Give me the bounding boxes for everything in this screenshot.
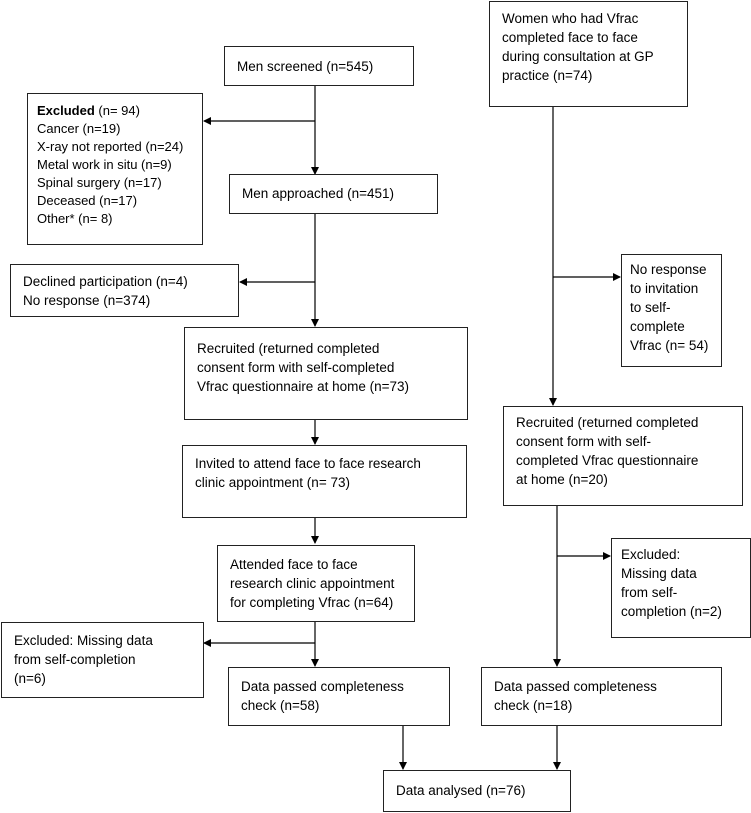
women-excluded-line: completion (n=2): [621, 604, 722, 619]
women-excluded-line: Missing data: [621, 566, 697, 581]
men-passed-line: Data passed completeness: [241, 679, 404, 694]
women-excluded-line: Excluded:: [621, 547, 681, 562]
excluded-item: Deceased (n=17): [37, 193, 138, 208]
women-start-line: practice (n=74): [502, 68, 593, 83]
excluded-item: Metal work in situ (n=9): [37, 157, 172, 172]
excluded-heading-line: Excluded (n= 94): [37, 102, 193, 120]
excluded-item: Cancer (n=19): [37, 121, 121, 136]
women-recruited-box: Recruited (returned completed consent fo…: [503, 406, 743, 506]
men-excluded-missing-line: from self-completion: [14, 652, 136, 667]
men-approached-label: Men approached (n=451): [242, 186, 394, 201]
men-attended-line: Attended face to face: [230, 557, 358, 572]
women-excluded-line: from self-: [621, 585, 678, 600]
men-passed-line: check (n=58): [241, 698, 320, 713]
women-start-line: Women who had Vfrac: [502, 11, 639, 26]
men-passed-box: Data passed completeness check (n=58): [228, 667, 450, 726]
declined-line: Declined participation (n=4): [23, 274, 188, 289]
men-excluded-missing-line: (n=6): [14, 671, 46, 686]
men-approached-box: Men approached (n=451): [229, 174, 438, 214]
excluded-heading: Excluded: [37, 103, 95, 118]
men-attended-box: Attended face to face research clinic ap…: [217, 545, 415, 622]
women-no-response-line: complete: [630, 319, 685, 334]
women-excluded-box: Excluded: Missing data from self- comple…: [611, 538, 751, 638]
excluded-item: X-ray not reported (n=24): [37, 139, 184, 154]
men-recruited-box: Recruited (returned completed consent fo…: [184, 327, 468, 420]
women-no-response-line: to invitation: [630, 281, 699, 296]
women-passed-line: Data passed completeness: [494, 679, 657, 694]
men-recruited-line: Recruited (returned completed: [197, 341, 380, 356]
men-attended-line: for completing Vfrac (n=64): [230, 595, 394, 610]
no-response-line: No response (n=374): [23, 293, 151, 308]
women-recruited-line: consent form with self-: [516, 434, 652, 449]
men-excluded-missing-line: Excluded: Missing data: [14, 633, 153, 648]
women-no-response-box: No response to invitation to self- compl…: [621, 254, 722, 367]
excluded-item: Spinal surgery (n=17): [37, 175, 162, 190]
women-recruited-line: Recruited (returned completed: [516, 415, 699, 430]
women-start-box: Women who had Vfrac completed face to fa…: [489, 1, 688, 107]
women-no-response-line: to self-: [630, 300, 671, 315]
men-screened-box: Men screened (n=545): [224, 46, 414, 86]
women-recruited-line: at home (n=20): [516, 472, 608, 487]
men-screened-label: Men screened (n=545): [237, 59, 374, 74]
men-invited-box: Invited to attend face to face research …: [182, 445, 467, 518]
excluded-heading-count: (n= 94): [94, 103, 140, 118]
men-recruited-line: Vfrac questionnaire at home (n=73): [197, 379, 409, 394]
men-attended-line: research clinic appointment: [230, 576, 395, 591]
women-passed-box: Data passed completeness check (n=18): [481, 667, 722, 726]
men-declined-box: Declined participation (n=4) No response…: [10, 264, 239, 317]
women-recruited-line: completed Vfrac questionnaire: [516, 453, 699, 468]
men-recruited-line: consent form with self-completed: [197, 360, 395, 375]
women-no-response-line: No response: [630, 262, 707, 277]
data-analysed-box: Data analysed (n=76): [383, 770, 571, 812]
data-analysed-label: Data analysed (n=76): [396, 783, 526, 798]
women-no-response-line: Vfrac (n= 54): [630, 338, 709, 353]
men-excluded-box: Excluded (n= 94) Cancer (n=19) X-ray not…: [27, 93, 203, 245]
women-start-line: during consultation at GP: [502, 49, 654, 64]
men-invited-line: Invited to attend face to face research: [195, 456, 421, 471]
women-passed-line: check (n=18): [494, 698, 573, 713]
men-excluded-missing-box: Excluded: Missing data from self-complet…: [1, 622, 204, 698]
excluded-item: Other* (n= 8): [37, 211, 113, 226]
men-invited-line: clinic appointment (n= 73): [195, 475, 350, 490]
women-start-line: completed face to face: [502, 30, 638, 45]
